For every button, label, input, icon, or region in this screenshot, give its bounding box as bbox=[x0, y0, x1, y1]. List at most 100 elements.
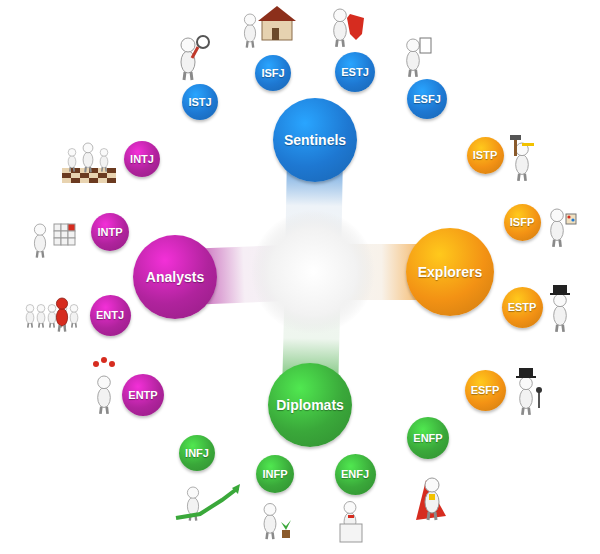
type-code: ISTP bbox=[473, 149, 497, 161]
person-figure bbox=[181, 38, 195, 80]
group-circle: Explorers bbox=[406, 228, 494, 316]
group-name: Analysts bbox=[146, 269, 204, 285]
type-code: ESFP bbox=[471, 384, 500, 396]
icon-detail bbox=[98, 178, 107, 183]
icon-detail bbox=[89, 173, 98, 178]
person-figure bbox=[26, 305, 34, 328]
type-code: ISFJ bbox=[261, 67, 284, 79]
type-code: ENFJ bbox=[341, 468, 369, 480]
icon-detail bbox=[429, 494, 435, 500]
person-figure bbox=[516, 143, 529, 181]
person-figure bbox=[244, 14, 255, 48]
icon-detail bbox=[54, 224, 61, 231]
group-circle: Analysts bbox=[133, 235, 217, 319]
person-figure bbox=[425, 478, 439, 520]
group-circle: Sentinels bbox=[273, 98, 357, 182]
icon-detail bbox=[420, 38, 431, 53]
type-circle: ESTJ bbox=[335, 52, 375, 92]
icon-detail bbox=[68, 224, 75, 231]
person-figure bbox=[98, 376, 111, 414]
person-figure bbox=[100, 149, 108, 172]
icon-detail bbox=[71, 178, 80, 183]
person-figure bbox=[264, 504, 276, 540]
type-circle: ISTJ bbox=[182, 84, 218, 120]
icon-detail bbox=[281, 520, 291, 530]
icon-detail bbox=[71, 168, 80, 173]
type-circle: INFP bbox=[256, 455, 294, 493]
type-code: ESTP bbox=[508, 301, 537, 313]
icon-detail bbox=[550, 293, 570, 295]
icon-detail bbox=[61, 231, 68, 238]
type-code: INFJ bbox=[185, 447, 209, 459]
type-code: INTJ bbox=[130, 153, 154, 165]
icon-detail bbox=[80, 178, 89, 183]
icon-detail bbox=[61, 238, 68, 245]
icon-detail bbox=[62, 173, 71, 178]
person-figure bbox=[83, 143, 93, 172]
icon-detail bbox=[347, 14, 364, 40]
type-circle: INTP bbox=[91, 213, 129, 251]
type-circle: ENTJ bbox=[90, 295, 131, 336]
icon-detail bbox=[272, 28, 279, 40]
icon-detail bbox=[258, 6, 296, 21]
person-figure bbox=[70, 305, 78, 328]
icon-detail bbox=[176, 488, 238, 518]
icon-detail bbox=[348, 515, 354, 518]
person-figure bbox=[56, 298, 67, 332]
type-circle: INFJ bbox=[179, 435, 215, 471]
type-code: ESTJ bbox=[341, 66, 369, 78]
person-figure bbox=[34, 224, 45, 258]
person-figure bbox=[551, 209, 564, 247]
group-circle: Diplomats bbox=[268, 363, 352, 447]
person-figure bbox=[334, 9, 347, 47]
icon-detail bbox=[519, 368, 533, 377]
person-figure bbox=[520, 377, 533, 415]
figure-icons bbox=[26, 6, 576, 542]
icon-detail bbox=[61, 224, 68, 231]
icon-detail bbox=[340, 524, 362, 542]
icon-detail bbox=[516, 376, 536, 378]
group-name: Diplomats bbox=[276, 397, 344, 413]
type-code: ENTP bbox=[128, 389, 157, 401]
group-name: Sentinels bbox=[284, 132, 346, 148]
icon-detail bbox=[68, 238, 75, 245]
icon-detail bbox=[98, 168, 107, 173]
person-figure bbox=[68, 149, 76, 172]
person-figure bbox=[48, 305, 56, 328]
icon-detail bbox=[62, 168, 71, 173]
icon-detail bbox=[262, 20, 292, 40]
person-figure bbox=[37, 305, 45, 328]
icon-detail bbox=[80, 173, 89, 178]
icon-detail bbox=[54, 238, 61, 245]
icon-detail bbox=[232, 484, 240, 494]
icon-detail bbox=[54, 231, 61, 238]
type-code: INTP bbox=[97, 226, 122, 238]
type-code: ESFJ bbox=[413, 93, 441, 105]
type-circle: ESFJ bbox=[407, 79, 447, 119]
icon-detail bbox=[107, 173, 116, 178]
icon-detail bbox=[107, 168, 116, 173]
type-circle: ISFP bbox=[504, 204, 541, 241]
icon-detail bbox=[107, 178, 116, 183]
icon-detail bbox=[62, 178, 71, 183]
person-figure bbox=[407, 39, 420, 77]
icon-detail bbox=[68, 231, 75, 238]
type-circle: ISFJ bbox=[255, 55, 291, 91]
type-circle: ENTP bbox=[122, 374, 164, 416]
type-code: ISTJ bbox=[188, 96, 211, 108]
type-code: INFP bbox=[262, 468, 287, 480]
icon-detail bbox=[553, 285, 567, 294]
type-circle: ENFJ bbox=[335, 454, 376, 495]
type-circle: ESFP bbox=[465, 370, 506, 411]
icon-detail bbox=[514, 138, 517, 156]
person-figure bbox=[554, 294, 567, 332]
icon-detail bbox=[71, 173, 80, 178]
type-code: ISFP bbox=[510, 216, 534, 228]
icon-detail bbox=[510, 135, 521, 140]
cross-arms bbox=[185, 150, 440, 395]
icon-detail bbox=[89, 178, 98, 183]
icon-detail bbox=[282, 530, 290, 538]
type-circle: ENFP bbox=[407, 417, 449, 459]
